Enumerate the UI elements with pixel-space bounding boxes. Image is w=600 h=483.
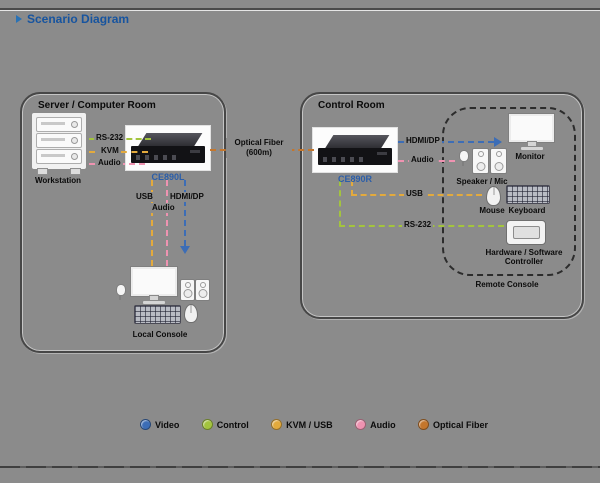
optical-fiber-label: Optical Fiber (600m) (226, 138, 292, 158)
remote-console-zone (442, 107, 576, 276)
control-room-panel: Control Room (300, 92, 584, 319)
legend-item-video: Video (140, 419, 179, 430)
remote-mouse-label: Mouse (479, 206, 505, 215)
control-room-title: Control Room (318, 100, 385, 111)
legend-label-control: Control (216, 419, 249, 430)
audio-label-local: Audio (96, 158, 123, 168)
local-mouse-icon (184, 304, 198, 323)
audio-dot-icon (355, 419, 367, 430)
video-label-remote: HDMI/DP (404, 136, 442, 146)
remote-mouse-icon (486, 186, 501, 206)
workstation-foot (70, 168, 81, 175)
workstation-label: Workstation (34, 176, 82, 185)
legend-label-kvm-usb: KVM / USB (286, 419, 333, 430)
legend-label-audio: Audio (370, 419, 396, 430)
speaker-icon (180, 279, 195, 301)
drive-bay-icon (36, 133, 82, 148)
page-title-text: Scenario Diagram (27, 12, 130, 26)
kvm-extender-device-icon (315, 130, 395, 170)
device-front-face (318, 148, 392, 165)
kvm-usb-dot-icon (271, 419, 283, 430)
bottom-divider (0, 466, 600, 468)
legend-label-optical-fiber: Optical Fiber (432, 419, 488, 430)
video-arrow-down-icon (180, 246, 190, 254)
optical-fiber-dot-icon (417, 419, 429, 430)
page-title: Scenario Diagram (16, 12, 129, 26)
kvm-extender-device-icon (128, 128, 208, 168)
video-dot-icon (140, 419, 151, 430)
remote-unit-label: CE890R (337, 174, 373, 184)
remote-microphone-icon (458, 150, 469, 167)
video-line-remote (398, 141, 494, 143)
optical-fiber-label-text: Optical Fiber (234, 138, 284, 147)
rs232-label-remote: RS-232 (402, 220, 434, 230)
speaker-icon (472, 148, 489, 174)
legend-item-optical-fiber: Optical Fiber (417, 419, 488, 430)
microphone-icon (115, 284, 126, 301)
remote-monitor-label: Monitor (515, 152, 545, 161)
controller-icon (506, 220, 546, 245)
kvm-label-local: KVM (99, 146, 121, 156)
local-unit-label: CE890L (151, 172, 185, 182)
audio-label-console: Audio (150, 203, 177, 213)
local-unit-photo (126, 126, 210, 170)
local-monitor-icon (130, 266, 178, 305)
audio-label-remote: Audio (409, 155, 436, 165)
usb-label-console: USB (134, 192, 155, 202)
legend: Video Control KVM / USB Audio Optical Fi… (140, 419, 488, 430)
top-divider (0, 8, 600, 11)
video-line-console (184, 180, 186, 246)
control-dot-icon (201, 419, 213, 430)
speaker-mic-label: Speaker / Mic (456, 177, 508, 186)
remote-monitor-icon (508, 113, 555, 151)
legend-item-control: Control (201, 419, 249, 430)
controller-label-line2: Controller (504, 257, 544, 266)
device-front-face (131, 146, 205, 163)
usb-label-remote: USB (404, 189, 425, 199)
server-room-title: Server / Computer Room (38, 100, 156, 111)
optical-fiber-distance: (600m) (246, 148, 272, 157)
usb-line-console (151, 180, 153, 266)
monitor-base (519, 146, 544, 151)
video-label-console: HDMI/DP (168, 192, 206, 202)
legend-item-audio: Audio (355, 419, 396, 430)
device-top-face (137, 133, 203, 147)
rs232-label-local: RS-232 (94, 133, 126, 143)
local-console-label: Local Console (132, 330, 188, 339)
remote-unit-photo (313, 128, 397, 172)
legend-label-video: Video (155, 419, 180, 430)
usb-line-remote-vertical (351, 180, 353, 196)
drive-bay-icon (36, 117, 82, 132)
remote-keyboard-label: Keyboard (508, 206, 546, 215)
monitor-base (142, 300, 166, 305)
local-keyboard-icon (134, 305, 181, 324)
video-arrow-right-icon (494, 137, 502, 147)
workstation-foot (37, 168, 48, 175)
speaker-icon (490, 148, 507, 174)
workstation-icon (31, 112, 87, 170)
legend-item-kvm-usb: KVM / USB (271, 419, 333, 430)
controller-label-line1: Hardware / Software (485, 248, 563, 257)
remote-console-label: Remote Console (475, 280, 539, 289)
drive-bay-icon (36, 149, 82, 164)
remote-keyboard-icon (506, 185, 550, 204)
rs232-line-remote-vertical (339, 180, 341, 227)
server-room-panel: Server / Computer Room (20, 92, 226, 353)
device-top-face (324, 135, 390, 149)
speaker-icon (195, 279, 210, 301)
audio-line-console (166, 180, 168, 266)
section-toggle-arrow-icon[interactable] (16, 15, 22, 23)
